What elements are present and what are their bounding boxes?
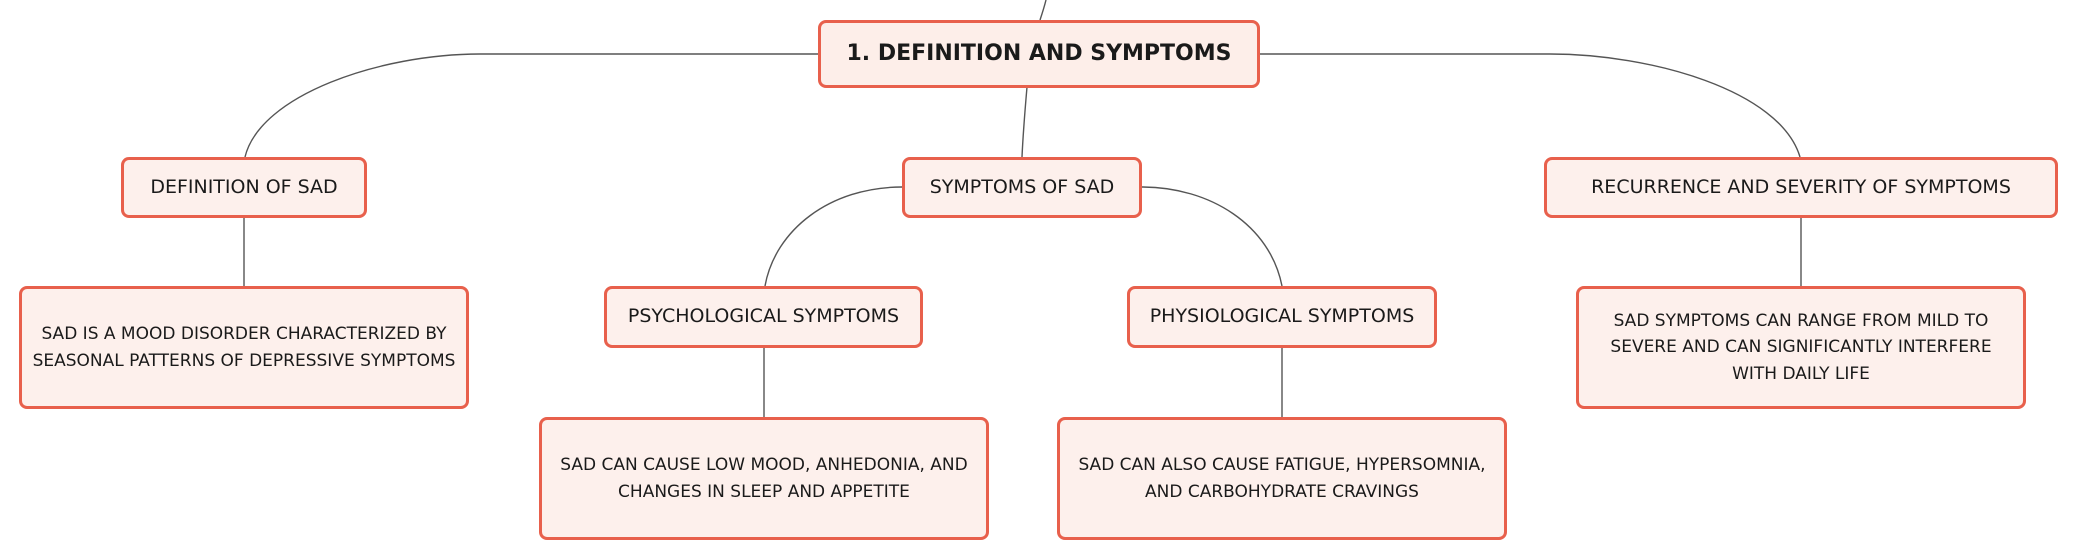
psychological-detail-node[interactable]: SAD CAN CAUSE LOW MOOD, ANHEDONIA, AND C… [539,417,989,540]
recurrence-topic-label: RECURRENCE AND SEVERITY OF SYMPTOMS [1591,175,2011,198]
definition-topic-label: DEFINITION OF SAD [150,175,338,198]
psychological-topic-label: PSYCHOLOGICAL SYMPTOMS [627,305,900,328]
connector-parent-to-root [1039,0,1047,21]
connector-root-to-recurrence [1260,53,1801,158]
root-topic-label: 1. DEFINITION AND SYMPTOMS [846,41,1232,67]
connector-symptoms-to-psychological [764,186,903,287]
physiological-topic-node[interactable]: PHYSIOLOGICAL SYMPTOMS [1127,286,1437,348]
physiological-detail-text: SAD CAN ALSO CAUSE FATIGUE, HYPERSOMNIA,… [1078,455,1486,502]
physiological-topic-label: PHYSIOLOGICAL SYMPTOMS [1149,305,1415,328]
root-topic-node[interactable]: 1. DEFINITION AND SYMPTOMS [818,20,1260,88]
symptoms-topic-label: SYMPTOMS OF SAD [929,175,1115,198]
recurrence-detail-text: SAD SYMPTOMS CAN RANGE FROM MILD TO SEVE… [1610,310,1992,384]
definition-detail-node[interactable]: SAD IS A MOOD DISORDER CHARACTERIZED BY … [19,286,469,409]
recurrence-topic-node[interactable]: RECURRENCE AND SEVERITY OF SYMPTOMS [1544,157,2058,218]
symptoms-topic-node[interactable]: SYMPTOMS OF SAD [902,157,1142,218]
connector-root-to-definition [244,53,818,158]
psychological-detail-text: SAD CAN CAUSE LOW MOOD, ANHEDONIA, AND C… [560,455,968,502]
definition-topic-node[interactable]: DEFINITION OF SAD [121,157,367,218]
definition-detail-text: SAD IS A MOOD DISORDER CHARACTERIZED BY … [32,324,456,371]
physiological-detail-node[interactable]: SAD CAN ALSO CAUSE FATIGUE, HYPERSOMNIA,… [1057,417,1507,540]
psychological-topic-node[interactable]: PSYCHOLOGICAL SYMPTOMS [604,286,923,348]
connector-root-to-symptoms [1021,86,1028,158]
connector-symptoms-to-physiological [1141,186,1283,287]
recurrence-detail-node[interactable]: SAD SYMPTOMS CAN RANGE FROM MILD TO SEVE… [1576,286,2026,409]
